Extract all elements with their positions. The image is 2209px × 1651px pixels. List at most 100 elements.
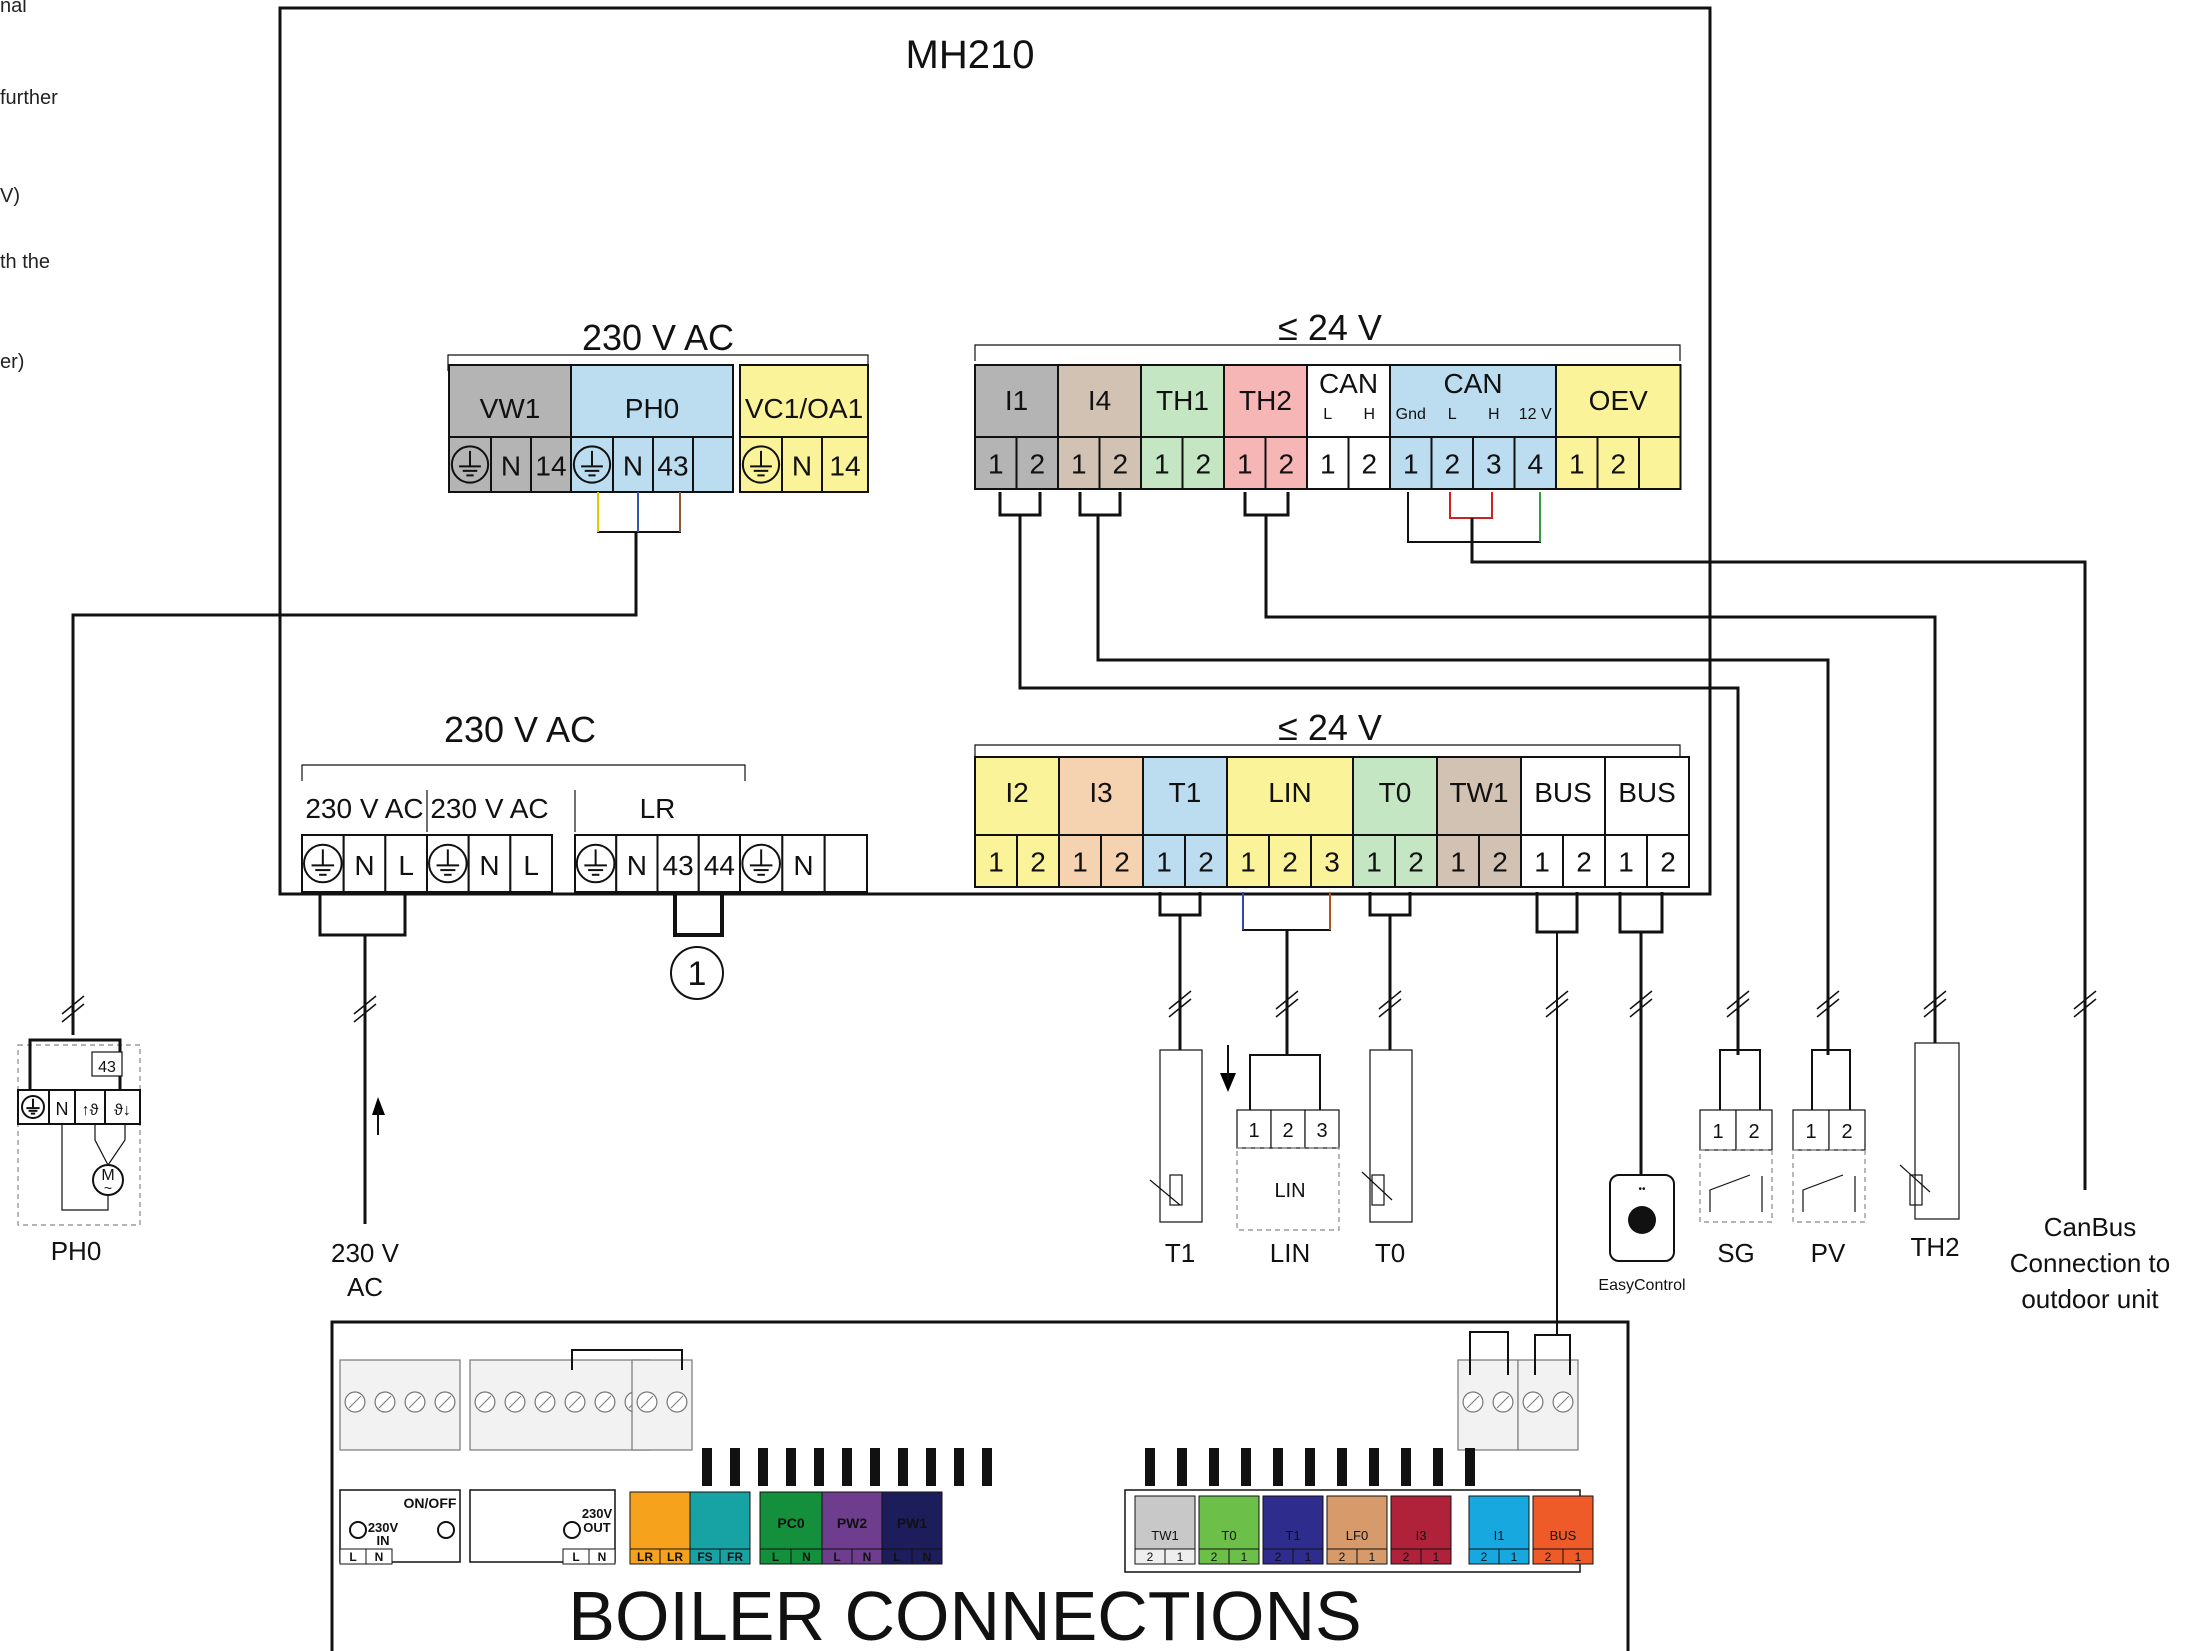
boiler-bus-loop-2 bbox=[1534, 1334, 1571, 1375]
right-block-label-I1: I1 bbox=[1494, 1528, 1505, 1543]
right-strip-a-slot-0 bbox=[1466, 1395, 1480, 1409]
earth-icon bbox=[741, 843, 781, 884]
right-block-label-BUS: BUS bbox=[1550, 1528, 1577, 1543]
pin-tl-0-1 bbox=[490, 436, 532, 493]
power-out-label: 230V bbox=[582, 1506, 613, 1521]
power-in-icon bbox=[349, 1521, 367, 1539]
cable-hatch-8 bbox=[1816, 990, 1840, 1018]
hatch-2 bbox=[2073, 998, 2097, 1018]
left-tooth-5 bbox=[842, 1448, 852, 1486]
left-tooth-10 bbox=[982, 1448, 992, 1486]
ph0-pin-3 bbox=[104, 1089, 141, 1125]
pin-tl-0-2-label: 14 bbox=[535, 451, 566, 482]
pin-bl-1-2 bbox=[509, 834, 554, 893]
i1-bundle bbox=[998, 492, 1042, 517]
pin-4-0-label: 1 bbox=[1366, 846, 1382, 877]
easycontrol-leds: •• bbox=[1638, 1184, 1646, 1195]
power-arrow bbox=[372, 1097, 385, 1115]
pv-device-outline bbox=[1792, 1149, 1866, 1223]
sg-switch bbox=[1709, 1174, 1751, 1212]
left-block-label-PW2: PW2 bbox=[837, 1515, 868, 1531]
hatch-2 bbox=[1378, 998, 1402, 1018]
hatch-2 bbox=[1726, 998, 1750, 1018]
pin-3-0 bbox=[1223, 436, 1267, 490]
wires bbox=[61, 492, 2097, 1335]
pv-pin-label-1: 2 bbox=[1841, 1121, 1852, 1143]
bridge-marker-label: 1 bbox=[688, 955, 707, 993]
lin-pin-label-1: 2 bbox=[1282, 1120, 1293, 1142]
fragment-3: V) bbox=[0, 185, 20, 207]
left-strip-b-slot-4 bbox=[598, 1395, 612, 1409]
earth-circle bbox=[428, 843, 468, 884]
lin-arrow bbox=[1220, 1073, 1236, 1092]
pin-5-0-label: 1 bbox=[1450, 846, 1466, 877]
hatch-1 bbox=[2073, 990, 2097, 1010]
hatch-1 bbox=[1629, 990, 1653, 1010]
left-strip-a-slot-3 bbox=[438, 1395, 452, 1409]
right-block-pin-BUS-1 bbox=[1562, 1548, 1594, 1565]
right-block-pin-label-I1-1: 1 bbox=[1511, 1550, 1518, 1564]
terminal-sublabel-5-0: Gnd bbox=[1396, 406, 1426, 423]
earth-circle bbox=[450, 445, 490, 484]
pin-4-1 bbox=[1394, 834, 1438, 888]
terminal-header-tl-1 bbox=[570, 364, 734, 438]
pin-bl-1-1-label: N bbox=[479, 850, 499, 881]
terminal-header-0 bbox=[974, 364, 1059, 438]
pin-6-2 bbox=[1638, 436, 1682, 490]
right-block-pin-T0-1 bbox=[1228, 1548, 1260, 1565]
pv-switch bbox=[1802, 1174, 1844, 1212]
left-block-pin-label-LR-0: LR bbox=[637, 1550, 653, 1564]
pin-2-0-label: 1 bbox=[1154, 448, 1170, 479]
pin-2-1 bbox=[1181, 436, 1225, 490]
t0-sensor-nt bbox=[1361, 1171, 1393, 1201]
terminal-sublabel-5-1: L bbox=[1448, 406, 1457, 423]
left-block-pin-label-LR-1: LR bbox=[667, 1550, 683, 1564]
left-block-pin-label-PC0-0: L bbox=[772, 1550, 779, 1564]
left-strip-a bbox=[339, 1359, 461, 1451]
left-block-label-PW1: PW1 bbox=[897, 1515, 928, 1531]
pin-0-0 bbox=[974, 834, 1018, 888]
bridge-marker-circle bbox=[670, 946, 724, 1000]
left-block-pin-label-FS-1: FR bbox=[727, 1550, 743, 1564]
power-in-pin-1 bbox=[365, 1548, 393, 1565]
pin-tl-1-1 bbox=[612, 436, 654, 493]
terminal-label-5: TW1 bbox=[1449, 777, 1508, 808]
hatch-1 bbox=[1816, 990, 1840, 1010]
pin-bl-2-2-label: 43 bbox=[663, 850, 694, 881]
bottom-left-header: 230 V AC bbox=[444, 709, 596, 750]
pin-tl-1-2-label: 43 bbox=[657, 451, 688, 482]
power-bundle bbox=[318, 892, 407, 937]
hatch-1 bbox=[1378, 990, 1402, 1010]
ph0-pin-label-1: N bbox=[56, 1099, 69, 1119]
sg-pin-0 bbox=[1699, 1109, 1737, 1151]
left-tooth-4 bbox=[814, 1448, 824, 1486]
right-strip-a bbox=[1457, 1359, 1519, 1451]
left-tooth-2 bbox=[758, 1448, 768, 1486]
pin-1-0 bbox=[1058, 834, 1102, 888]
lin-bundle bbox=[1242, 892, 1331, 931]
earth-circle bbox=[575, 843, 616, 884]
i1-cable bbox=[1018, 515, 1740, 1055]
terminal-sublabel-5-3: 12 V bbox=[1519, 406, 1552, 423]
pin-1-1-label: 2 bbox=[1114, 846, 1130, 877]
terminal-header-7 bbox=[1604, 756, 1690, 836]
left-block-label-PC0: PC0 bbox=[777, 1515, 804, 1531]
left-strip-c-slot-0 bbox=[640, 1395, 654, 1409]
terminal-sublabel-4-0: L bbox=[1323, 406, 1332, 423]
pin-3-2 bbox=[1310, 834, 1354, 888]
pin-1-0-label: 1 bbox=[1072, 846, 1088, 877]
th2-sensor bbox=[1914, 1042, 1960, 1220]
ph0-motor-wire bbox=[61, 1124, 109, 1211]
sg-caption: SG bbox=[1717, 1238, 1755, 1268]
terminal-label-bl-1: 230 V AC bbox=[430, 793, 548, 824]
cable-hatch-3 bbox=[1275, 990, 1299, 1018]
right-tooth-7 bbox=[1369, 1448, 1379, 1486]
pin-0-0-label: 1 bbox=[988, 448, 1004, 479]
pin-tl-2-2 bbox=[821, 436, 869, 493]
pin-4-0 bbox=[1306, 436, 1350, 490]
right-tooth-9 bbox=[1433, 1448, 1443, 1486]
lin-pin-label-2: 3 bbox=[1316, 1120, 1327, 1142]
on-off-icon bbox=[437, 1521, 455, 1539]
right-block-pin-label-LF0-0: 2 bbox=[1339, 1550, 1346, 1564]
